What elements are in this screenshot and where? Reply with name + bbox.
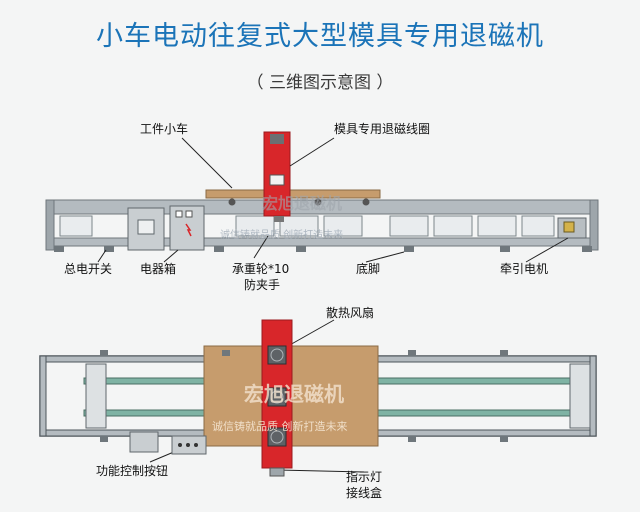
label-junction-box: 接线盒 bbox=[346, 486, 383, 500]
label-func-buttons: 功能控制按钮 bbox=[96, 464, 169, 478]
label-wheels: 承重轮*10 bbox=[232, 262, 290, 276]
watermark-brand-bottom: 宏旭退磁机 bbox=[244, 382, 344, 406]
demagnetizing-coil bbox=[263, 131, 291, 217]
label-fan: 散热风扇 bbox=[326, 306, 375, 320]
label-anti-clamp: 防夹手 bbox=[244, 278, 281, 292]
label-indicator: 指示灯 bbox=[346, 470, 383, 484]
side-view bbox=[45, 131, 599, 252]
top-view bbox=[39, 319, 597, 477]
watermark-slogan-top: 诚信铸就品质 创新打造未来 bbox=[220, 230, 344, 241]
frame-post-right bbox=[589, 199, 599, 251]
watermark-brand-top: 宏旭退磁机 bbox=[262, 194, 343, 213]
label-work-cart: 工件小车 bbox=[140, 122, 189, 136]
page-subtitle: （ 三维图示意图 ） bbox=[246, 73, 394, 93]
label-main-switch: 总电开关 bbox=[64, 262, 113, 276]
label-coil: 模具专用退磁线圈 bbox=[334, 122, 431, 136]
label-foot: 底脚 bbox=[356, 262, 381, 276]
work-cart bbox=[205, 189, 381, 199]
label-electric-box: 电器箱 bbox=[140, 262, 177, 276]
watermark-slogan-bottom: 诚信铸就品质 创新打造未来 bbox=[212, 420, 348, 433]
frame-post-left bbox=[45, 199, 55, 251]
label-motor: 牵引电机 bbox=[500, 262, 549, 276]
page-title: 小车电动往复式大型模具专用退磁机 bbox=[96, 21, 544, 52]
